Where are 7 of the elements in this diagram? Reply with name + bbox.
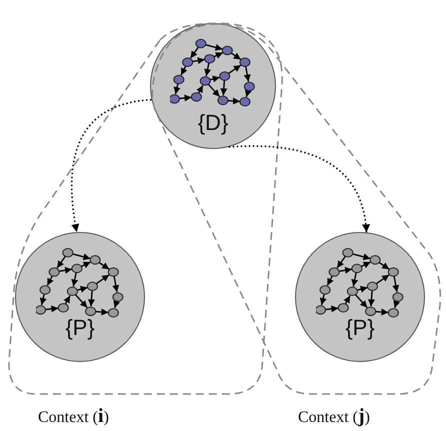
region-label: Context (j)	[298, 405, 370, 428]
node-label: {P}	[64, 315, 96, 341]
arrow	[228, 145, 370, 232]
region-label: Context (i)	[38, 405, 109, 428]
node-label: {D}	[196, 110, 230, 136]
arrow	[71, 98, 152, 232]
node-label: {P}	[344, 315, 376, 341]
